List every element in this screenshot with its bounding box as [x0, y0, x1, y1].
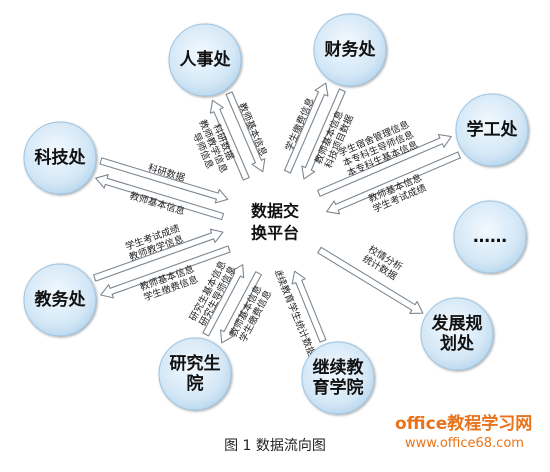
node-circle: [420, 297, 494, 371]
arrow-center-to-xuegongchu: [317, 133, 452, 197]
node-circle: [158, 337, 232, 411]
node-renshichu: 人事处: [168, 23, 242, 97]
watermark: office教程学习网 www.office68.com: [395, 413, 532, 451]
center-node-circle: [227, 175, 323, 271]
figure-caption: 图 1 数据流向图: [224, 438, 326, 454]
node-label: ……: [473, 227, 507, 247]
department-nodes: 人事处财务处学工处……发展规划处继续教育学院研究生院教务处科技处: [23, 13, 529, 415]
node-label: 继续教: [313, 357, 365, 378]
arrow-center-to-kejichu: [95, 174, 225, 221]
node-circle: [313, 13, 387, 87]
node-label: 科技处: [35, 147, 87, 168]
node-circle: [455, 93, 529, 167]
arrow-kejichu-to-center: [99, 157, 229, 204]
watermark-url: www.office68.com: [405, 436, 524, 451]
arrow-renshichu-to-center: [225, 91, 266, 173]
node-xuegongchu: 学工处: [455, 93, 529, 167]
arrow-caiwuchu-to-center: [301, 88, 346, 180]
node-label: 学工处: [467, 119, 519, 140]
node-label: 教务处: [34, 289, 87, 310]
center-node-label: 换平台: [251, 224, 299, 243]
node-circle: [301, 341, 375, 415]
node-label: 人事处: [180, 49, 232, 70]
node-caiwuchu: 财务处: [313, 13, 387, 87]
arrow-yanjiushengyuan-to-center: [202, 264, 245, 337]
center-node-label: 数据交: [251, 202, 299, 221]
arrow-xuegongchu-to-center: [326, 151, 461, 215]
watermark-title: office教程学习网: [395, 413, 532, 434]
node-more: ……: [453, 200, 527, 274]
node-label: 划处: [440, 333, 475, 354]
arrow-center-to-caiwuchu: [283, 82, 329, 174]
arrow-center-to-yanjiushengyuan: [220, 271, 262, 344]
arrow-center-to-jiaowuchu: [100, 245, 231, 299]
arrow-center-to-renshichu: [209, 99, 250, 181]
node-circle: [23, 121, 97, 195]
node-circle: [168, 23, 242, 97]
arrow-jiaowuchu-to-center: [92, 228, 224, 282]
node-label: 财务处: [324, 39, 377, 60]
arrow-center-to-fazhanguihuachu: [317, 246, 424, 314]
flow-arrows: [92, 82, 461, 344]
node-label: 院: [187, 373, 204, 394]
node-jiaowuchu: 教务处: [23, 263, 97, 337]
node-circle: [23, 263, 97, 337]
arrow-jixujiaoyuxueyuan-to-center: [291, 270, 327, 343]
node-label: 研究生: [170, 353, 221, 374]
node-kejichu: 科技处: [23, 121, 97, 195]
node-label: 育学院: [313, 377, 364, 398]
node-label: 发展规: [431, 313, 483, 334]
node-circle: [453, 200, 527, 274]
